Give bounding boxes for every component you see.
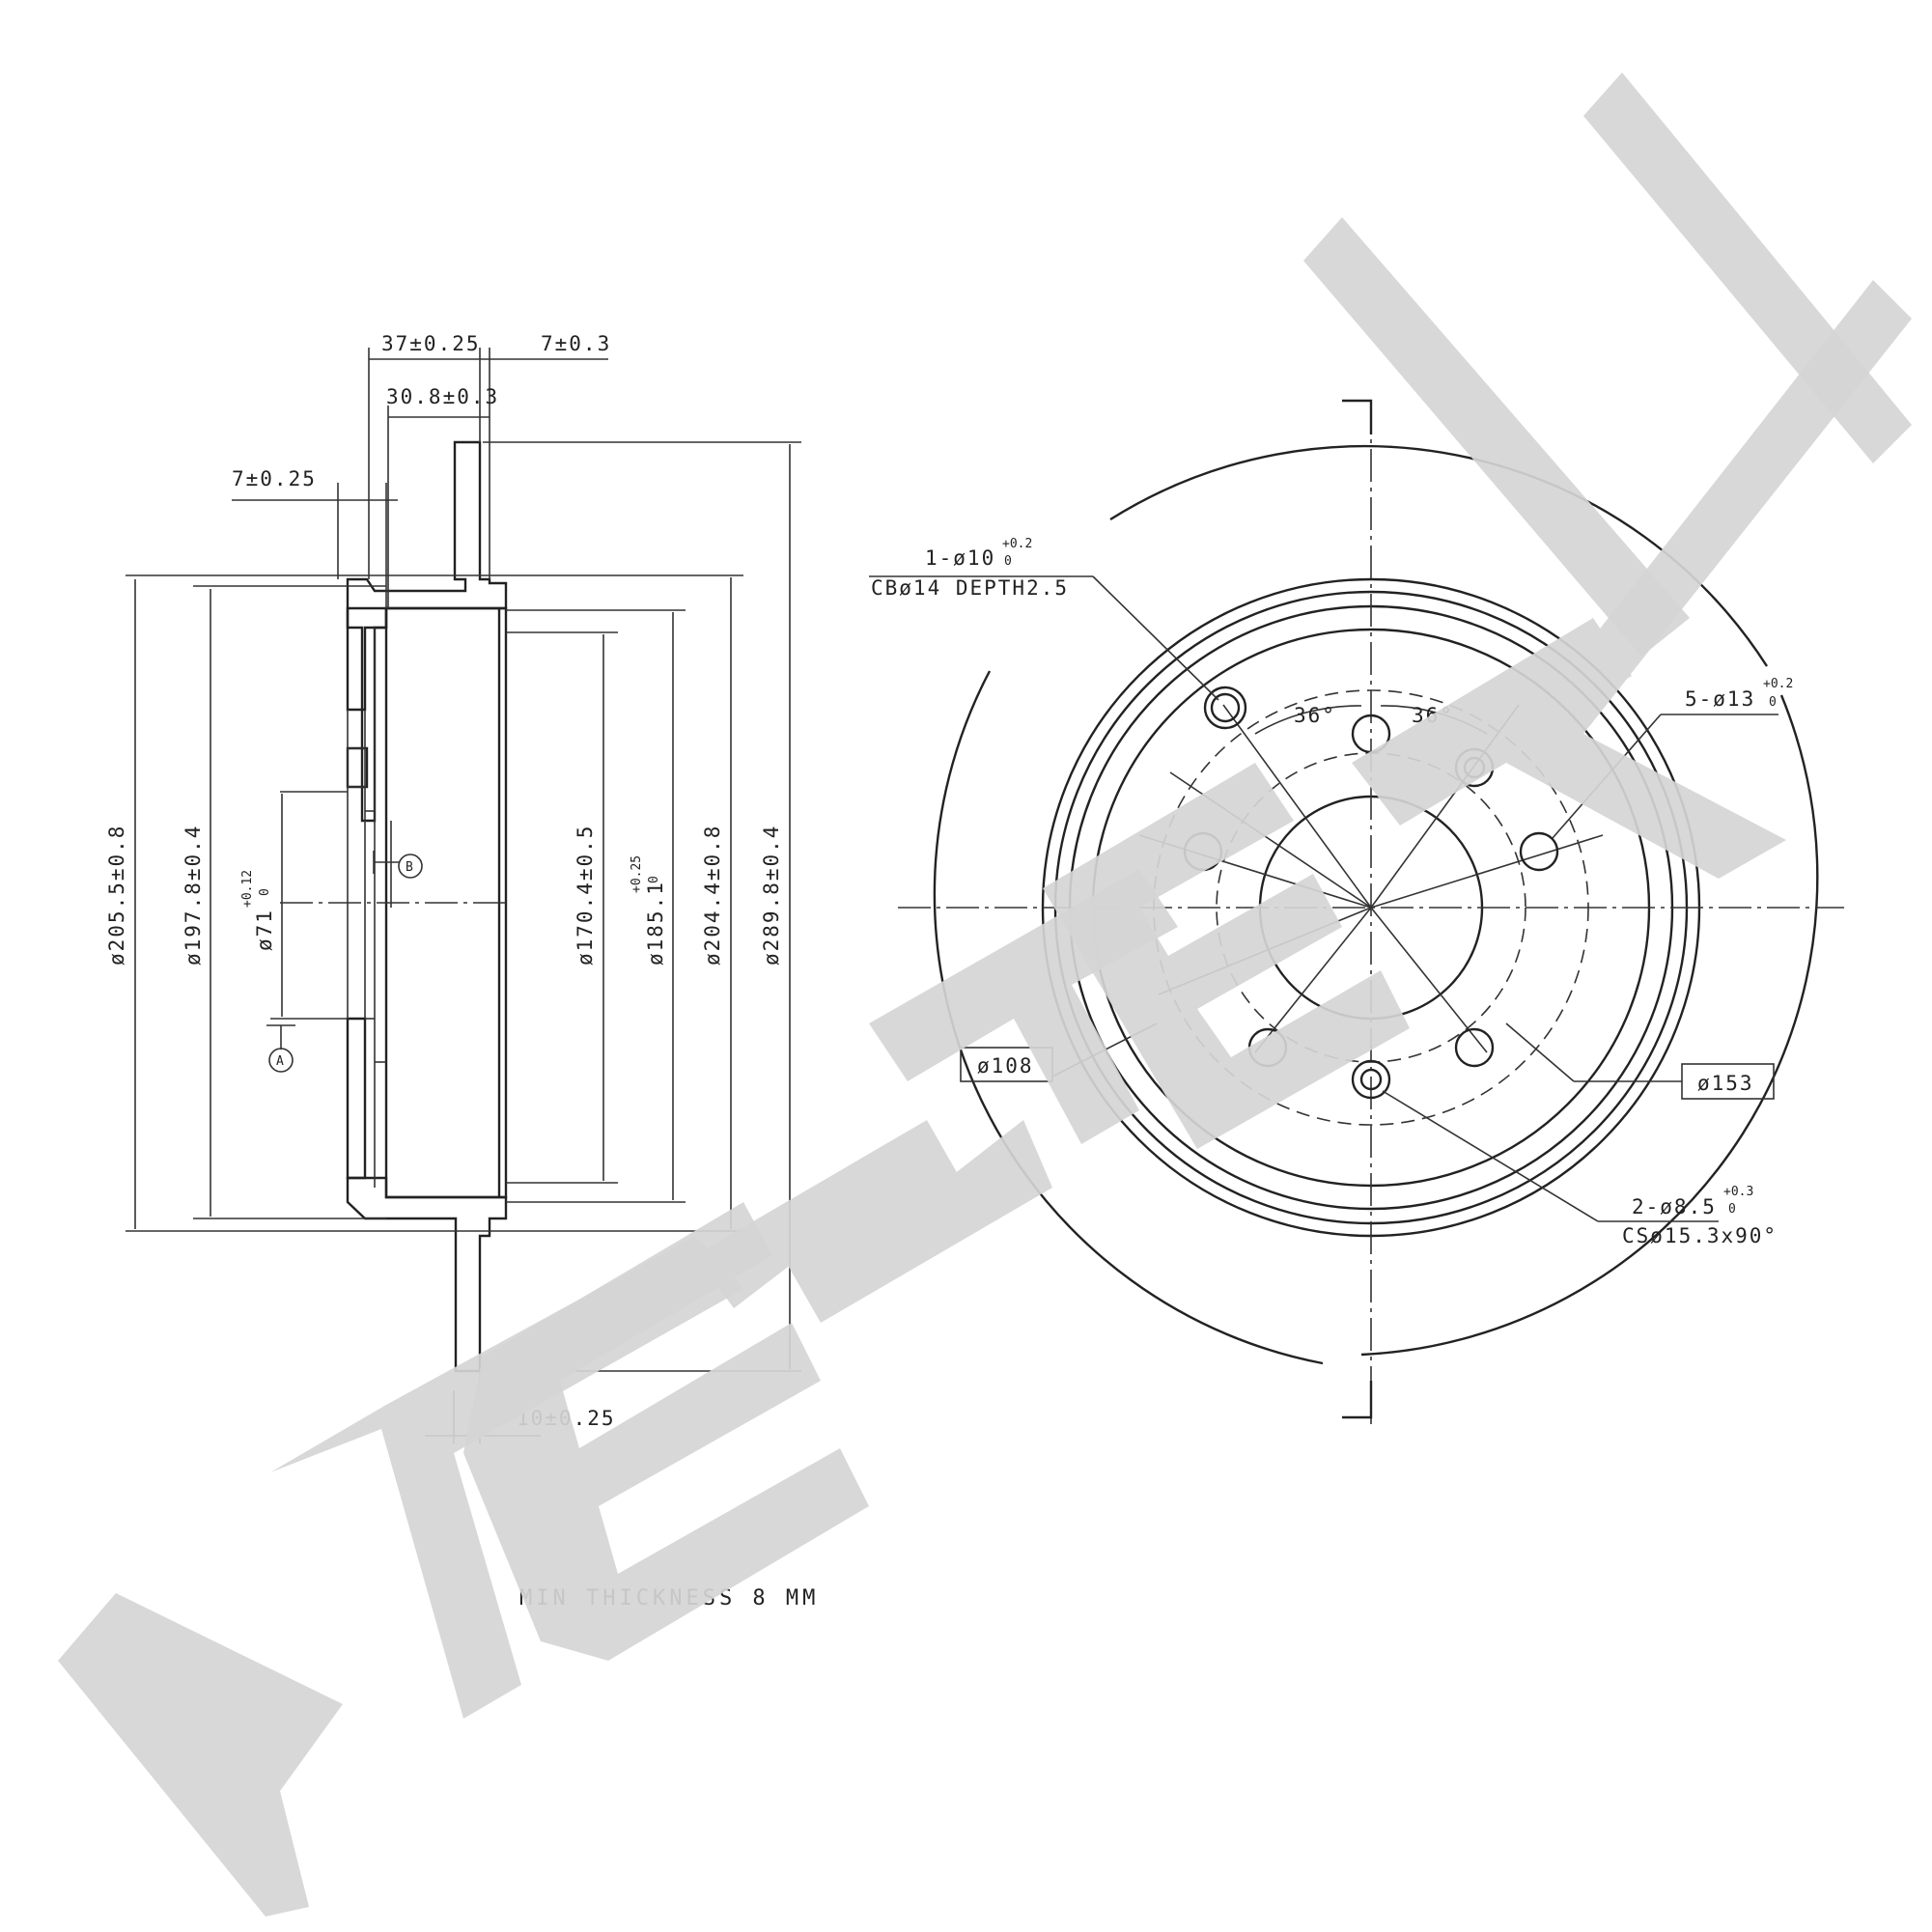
- datum-a-label: A: [276, 1054, 284, 1069]
- watermark-chevron: [58, 1593, 343, 1917]
- datum-b-marker: B: [373, 851, 423, 879]
- drum-inner-outline: [384, 606, 508, 1199]
- watermark-letter-n: [695, 1120, 1052, 1323]
- dim-30.8: 30.8±0.3: [386, 385, 499, 408]
- bolt-hole-right: [1519, 831, 1559, 872]
- section-hat-wall-upper: [346, 746, 369, 789]
- dim-od289: ø289.8±0.4: [760, 825, 783, 966]
- holes2-countersink: CSø15.3x90°: [1622, 1224, 1778, 1247]
- section-marker-bottom: [1342, 1381, 1373, 1419]
- dim-7-0.25: 7±0.25: [232, 467, 317, 490]
- holes2-label: 2-ø8.5: [1632, 1195, 1717, 1218]
- holes2-tol-lo: 0: [1728, 1202, 1736, 1217]
- dim-od185-tol-lo: 0: [647, 876, 661, 883]
- section-marker-top: [1342, 399, 1373, 434]
- counterbore-hole: [1203, 686, 1247, 730]
- holes5-tol-up: +0.2: [1763, 677, 1793, 691]
- hole1-label: 1-ø10: [925, 546, 995, 570]
- holes5-tol-lo: 0: [1769, 695, 1777, 710]
- pcd108-label: ø108: [977, 1054, 1034, 1078]
- section-hat-wall-top: [346, 606, 388, 712]
- watermark-stroke-top: [1583, 72, 1912, 463]
- dim-od197: ø197.8±0.4: [182, 825, 205, 966]
- watermark-letter-e: [463, 1202, 869, 1661]
- watermark-letter-e2: [1043, 763, 1410, 1149]
- angle-left-label: 36°: [1294, 704, 1336, 727]
- section-bottom-flange: [346, 1176, 508, 1373]
- brand-watermark: [58, 72, 1912, 1917]
- dim-od71-tol-lo: 0: [258, 888, 272, 896]
- dim-od185: ø185.1: [644, 881, 667, 966]
- holes5-label: 5-ø13: [1685, 687, 1755, 711]
- section-top-flange: [346, 440, 508, 823]
- horizontal-dimension-lines: [232, 358, 608, 1437]
- datum-a-marker: A: [266, 1024, 295, 1073]
- bolt-hole-lower-right: [1454, 1027, 1495, 1068]
- dim-od204: ø204.4±0.8: [701, 825, 724, 966]
- pcd153-box: [1681, 1063, 1775, 1100]
- section-hat-wall-lower: [346, 1017, 367, 1180]
- dim-od71-tol-up: +0.12: [240, 870, 255, 908]
- watermark-stroke-mid: [1303, 217, 1690, 657]
- pcd153-label: ø153: [1697, 1072, 1754, 1095]
- datum-b-label: B: [406, 860, 413, 875]
- dim-od71: ø71: [253, 909, 276, 951]
- hole1-tol-up: +0.2: [1002, 537, 1032, 551]
- hole1-tol-lo: 0: [1004, 554, 1012, 569]
- hole1-counterbore: CBø14 DEPTH2.5: [871, 576, 1069, 600]
- watermark-letter-k: [1352, 280, 1912, 879]
- countersink-hole-bottom: [1351, 1059, 1391, 1100]
- dim-od205: ø205.5±0.8: [105, 825, 128, 966]
- dim-od170: ø170.4±0.5: [574, 825, 597, 966]
- dim-37: 37±0.25: [381, 332, 481, 355]
- side-section-view: 37±0.25 7±0.3 30.8±0.3 7±0.25 10±0.25 ø2…: [105, 332, 801, 1443]
- dim-od185-tol-up: +0.25: [630, 855, 644, 893]
- holes2-tol-up: +0.3: [1723, 1185, 1753, 1199]
- dim-7-0.3: 7±0.3: [541, 332, 611, 355]
